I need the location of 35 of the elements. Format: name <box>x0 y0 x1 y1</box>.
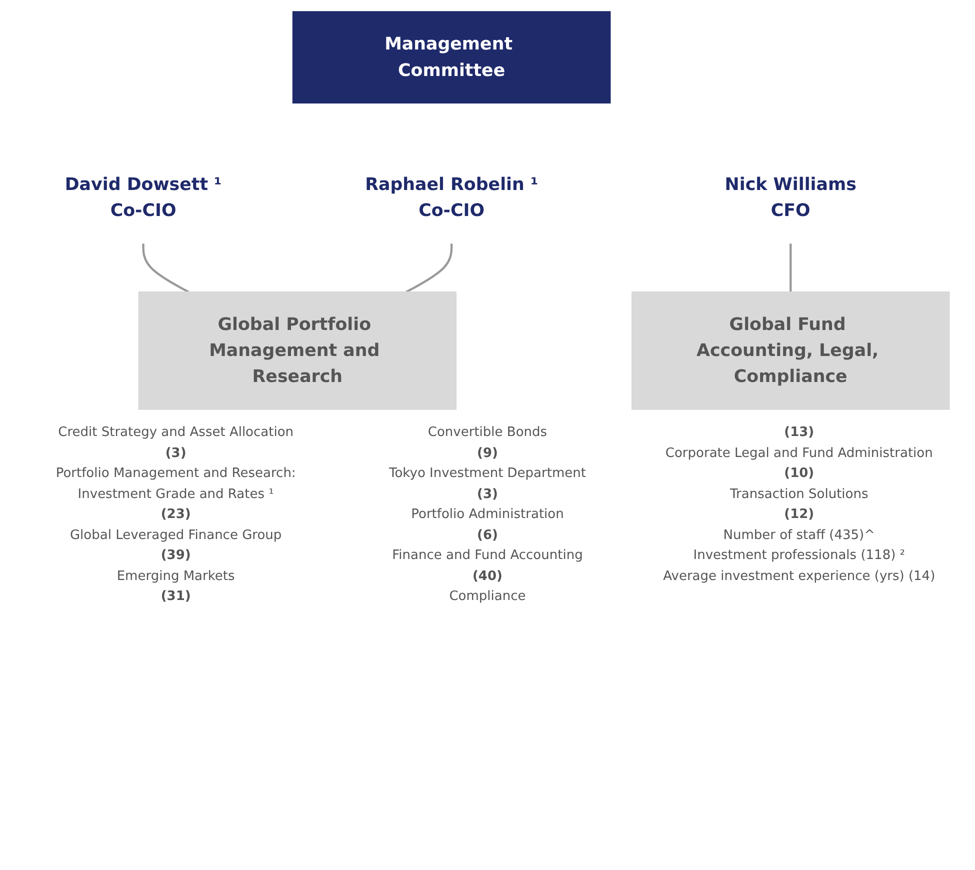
connector <box>790 242 792 292</box>
label-text: Global Leveraged Finance Group <box>68 526 283 544</box>
connector <box>142 242 190 292</box>
label-text: Number of staff (435)^ <box>722 526 876 544</box>
label-text: Compliance <box>448 588 527 606</box>
label-text: Investment professionals (118) ² <box>692 547 906 565</box>
node-text: Nick Williams CFO <box>724 173 856 220</box>
label-text: Average investment experience (yrs) (14) <box>662 568 936 586</box>
node-text: David Dowsett ¹ Co-CIO <box>64 173 222 220</box>
label-text: (13) <box>783 424 816 442</box>
label-text: (31) <box>160 588 192 606</box>
label-text: Tokyo Investment Department <box>388 465 587 483</box>
label-text: (3) <box>476 486 499 504</box>
label-text: Transaction Solutions <box>729 486 870 504</box>
label-text: (12) <box>783 506 816 524</box>
label-text: Portfolio Management and Research: <box>54 465 297 483</box>
label-text: Credit Strategy and Asset Allocation <box>57 424 295 442</box>
node-text: Raphael Robelin ¹ Co-CIO <box>365 173 538 220</box>
label-text: (10) <box>783 465 816 483</box>
label-text: Convertible Bonds <box>426 424 548 442</box>
label-text: Investment Grade and Rates ¹ <box>76 486 275 504</box>
label-text: Emerging Markets <box>116 568 236 586</box>
node-box: Management Committee <box>292 10 611 103</box>
label-text: (9) <box>476 444 499 462</box>
label-text: Portfolio Administration <box>410 506 565 524</box>
connector <box>406 242 453 292</box>
label-text: (3) <box>164 444 188 462</box>
label-text: Finance and Fund Accounting <box>391 547 584 565</box>
node-box: Global Fund Accounting, Legal, Compliance <box>631 290 950 410</box>
label-text: (40) <box>471 568 504 586</box>
label-text: (23) <box>160 506 192 524</box>
label-text: (39) <box>160 547 192 565</box>
node-box: Global Portfolio Management and Research <box>138 290 457 410</box>
label-text: Corporate Legal and Fund Administration <box>664 444 934 462</box>
label-text: (6) <box>476 526 499 544</box>
